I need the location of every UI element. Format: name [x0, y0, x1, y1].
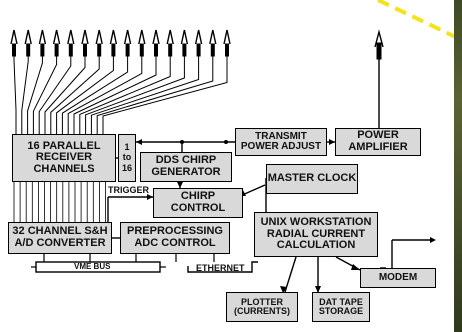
master-clock-box: MASTER CLOCK — [266, 164, 358, 194]
antenna-feed — [69, 44, 72, 56]
power-amplifier-label: POWER AMPLIFIER — [336, 130, 420, 153]
antenna-element — [54, 30, 60, 44]
unix-workstation-box: UNIX WORKSTATION RADIAL CURRENT CALCULAT… — [254, 212, 378, 257]
antenna-element — [11, 30, 17, 44]
antenna-feed — [155, 44, 158, 56]
antenna-feed — [197, 44, 200, 56]
chirp-control-label: CHIRP CONTROL — [154, 191, 242, 214]
antenna-feed — [112, 44, 115, 56]
unix-workstation-label: UNIX WORKSTATION RADIAL CURRENT CALCULAT… — [255, 217, 377, 252]
antenna-feed — [226, 44, 229, 56]
switch-1-label: 1 — [124, 143, 129, 152]
modem-box: MODEM — [360, 268, 436, 288]
transmit-power-adjust-box: TRANSMIT POWER ADJUST — [235, 128, 327, 156]
arrow-modem — [351, 264, 360, 270]
antenna-feed — [13, 44, 16, 56]
ethernet-label: ETHERNET — [196, 263, 245, 273]
master-clock-label: MASTER CLOCK — [268, 173, 357, 185]
antenna-element — [68, 30, 74, 44]
receiver-channels-label: 16 PARALLEL RECEIVER CHANNELS — [13, 141, 115, 176]
antenna-element — [96, 30, 102, 44]
feed-line — [14, 56, 16, 134]
modem-label: MODEM — [379, 273, 417, 284]
receive-antenna-array — [11, 30, 230, 134]
photo-strip — [454, 0, 462, 332]
switch-16-label: 16 — [122, 164, 132, 173]
antenna-element — [125, 30, 131, 44]
transmit-antenna — [375, 32, 383, 128]
arrow-to-switch — [136, 139, 142, 145]
antenna-element — [196, 30, 202, 44]
feed-line — [68, 56, 142, 134]
antenna-element — [153, 30, 159, 44]
antenna-element — [167, 30, 173, 44]
antenna-feed — [211, 44, 214, 56]
adc-converter-label: 32 CHANNEL S&H A/D CONVERTER — [9, 226, 111, 249]
plotter-label: PLOTTER (CURRENTS) — [227, 298, 297, 317]
switch-to-label: to — [123, 153, 132, 162]
antenna-feed — [183, 44, 186, 56]
antenna-element — [25, 30, 31, 44]
antenna-element — [39, 30, 45, 44]
antenna-element — [224, 30, 230, 44]
antenna-element — [181, 30, 187, 44]
feed-line — [62, 56, 127, 134]
antenna-feed — [98, 44, 101, 56]
antenna-feed — [27, 44, 30, 56]
dat-tape-box: DAT TAPE STORAGE — [312, 292, 370, 322]
antenna-feed — [126, 44, 129, 56]
antenna-feed — [55, 44, 58, 56]
antenna-feed — [84, 44, 87, 56]
junction-dot — [224, 140, 228, 144]
feed-line — [74, 56, 156, 134]
chirp-control-box: CHIRP CONTROL — [153, 188, 243, 218]
preprocessing-box: PREPROCESSING ADC CONTROL — [120, 222, 230, 254]
feed-line — [28, 56, 43, 134]
plotter-box: PLOTTER (CURRENTS) — [226, 292, 298, 322]
antenna-element — [110, 30, 116, 44]
antenna-feed — [41, 44, 44, 56]
arrow-out — [430, 237, 436, 243]
switch-box: 1 to 16 — [118, 134, 136, 182]
feed-line — [80, 56, 170, 134]
beam-line — [378, 0, 462, 40]
preprocessing-label: PREPROCESSING ADC CONTROL — [121, 226, 229, 249]
receiver-channels-box: 16 PARALLEL RECEIVER CHANNELS — [12, 134, 116, 182]
power-amplifier-box: POWER AMPLIFIER — [335, 128, 421, 156]
feed-line — [86, 56, 185, 134]
vme-bus-label: VME BUS — [74, 262, 110, 271]
transmit-power-adjust-label: TRANSMIT POWER ADJUST — [236, 132, 326, 153]
trigger-label: TRIGGER — [108, 185, 149, 195]
junction-dot — [180, 140, 184, 144]
antenna-feed — [169, 44, 172, 56]
dds-chirp-generator-label: DDS CHIRP GENERATOR — [141, 155, 231, 178]
dds-chirp-generator-box: DDS CHIRP GENERATOR — [140, 152, 232, 182]
adc-converter-box: 32 CHANNEL S&H A/D CONVERTER — [8, 222, 112, 254]
antenna-feed — [140, 44, 143, 56]
antenna-element — [82, 30, 88, 44]
antenna-element — [210, 30, 216, 44]
dat-tape-label: DAT TAPE STORAGE — [313, 298, 369, 317]
antenna-element — [139, 30, 145, 44]
